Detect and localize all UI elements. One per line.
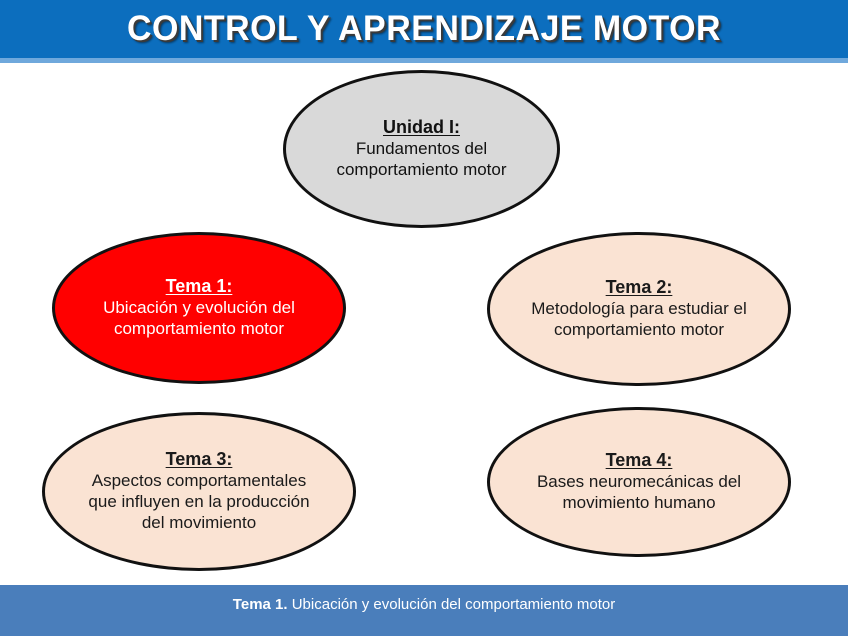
footer-caption-rest: Ubicación y evolución del comportamiento… xyxy=(287,596,616,613)
diagram-node-tema-4[interactable]: Tema 4: Bases neuromecánicas del movimie… xyxy=(487,407,791,557)
node-line: del movimiento xyxy=(141,512,257,532)
node-line: movimiento humano xyxy=(562,492,716,512)
node-line: comportamiento motor xyxy=(553,319,725,339)
diagram-node-tema-2[interactable]: Tema 2: Metodología para estudiar el com… xyxy=(487,232,791,386)
footer-bar: Tema 1. Ubicación y evolución del compor… xyxy=(0,585,848,636)
footer-caption: Tema 1. Ubicación y evolución del compor… xyxy=(233,596,615,613)
node-line: comportamiento motor xyxy=(336,159,507,179)
node-line: que influyen en la producción xyxy=(88,492,310,512)
node-line: Fundamentos del xyxy=(355,139,488,159)
diagram-node-unidad-1[interactable]: Unidad I: Fundamentos del comportamiento… xyxy=(283,70,560,228)
node-title: Tema 4: xyxy=(605,450,673,471)
node-title: Tema 2: xyxy=(605,277,673,298)
node-title: Tema 3: xyxy=(165,449,233,470)
diagram-node-tema-1[interactable]: Tema 1: Ubicación y evolución del compor… xyxy=(52,232,346,384)
header-underline xyxy=(0,58,848,63)
node-line: Aspectos comportamentales xyxy=(91,471,307,491)
node-title: Tema 1: xyxy=(165,276,233,297)
node-line: Ubicación y evolución del xyxy=(103,298,295,318)
diagram-node-tema-3[interactable]: Tema 3: Aspectos comportamentales que in… xyxy=(42,412,356,571)
page-title: CONTROL Y APRENDIZAJE MOTOR xyxy=(126,9,722,48)
node-line: comportamiento motor xyxy=(113,318,285,338)
header-bar xyxy=(0,0,848,58)
footer-caption-strong: Tema 1. xyxy=(232,596,288,613)
node-title: Unidad I: xyxy=(383,117,460,138)
node-line: Bases neuromecánicas del xyxy=(536,472,742,492)
node-line: Metodología para estudiar el xyxy=(531,299,747,319)
